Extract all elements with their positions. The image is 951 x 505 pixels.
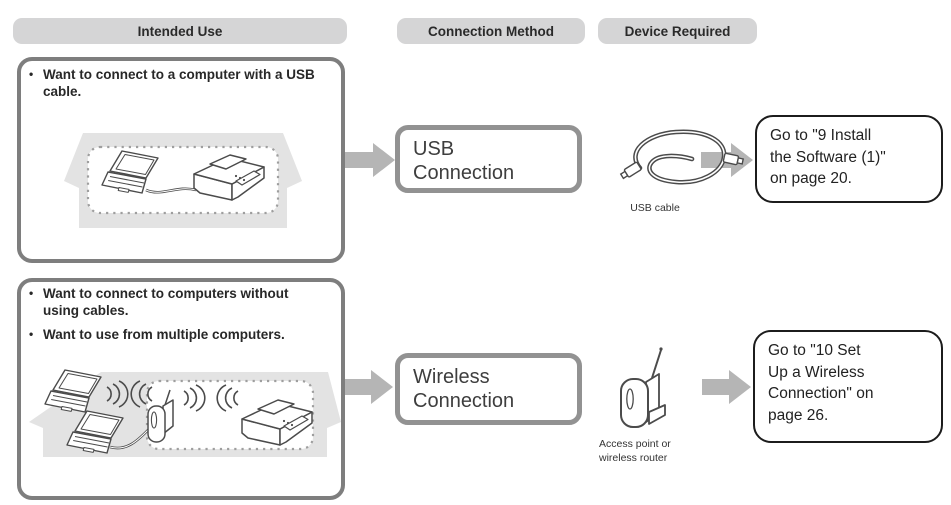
usb-connection-box: USB Connection [395,125,582,193]
header-connection-method: Connection Method [397,18,585,44]
arrow-icon [345,370,393,404]
goto-line: the Software (1)" [770,148,886,166]
wireless-bullet-list: Want to connect to computers without usi… [28,285,328,350]
goto-wireless-setup-box: Go to "10 Set Up a Wireless Connection" … [753,330,943,443]
bullet-item: Want to connect to a computer with a USB… [28,66,328,100]
method-label-line: Wireless [413,366,490,388]
wireless-connection-box: Wireless Connection [395,353,582,425]
access-point-caption: Access point or wireless router [599,437,711,465]
caption-line: wireless router [599,452,668,464]
header-device-required: Device Required [598,18,757,44]
usb-bullet-list: Want to connect to a computer with a USB… [28,66,328,107]
goto-line: on page 20. [770,170,852,187]
usb-cable-icon [619,129,745,185]
goto-line: Connection" on [768,385,874,402]
method-label-line: Connection [413,390,515,412]
arrow-icon [702,370,751,404]
bullet-item: Want to connect to computers without usi… [28,285,328,319]
arrow-icon [345,143,395,177]
goto-line: Go to "10 Set [768,342,861,359]
method-label-line: Connection [413,162,515,184]
arrow-icon [701,143,753,177]
bullet-item: Want to use from multiple computers. [28,326,328,343]
goto-line: Go to "9 Install [770,127,872,144]
usb-cable-caption: USB cable [630,202,680,214]
goto-line: Up a Wireless [768,363,865,381]
header-intended-use: Intended Use [13,18,347,44]
caption-line: Access point or [599,438,671,450]
goto-install-software-box: Go to "9 Install the Software (1)" on pa… [755,115,943,203]
access-point-icon [620,347,666,428]
method-label-line: USB [413,138,455,160]
goto-line: page 26. [768,406,829,424]
